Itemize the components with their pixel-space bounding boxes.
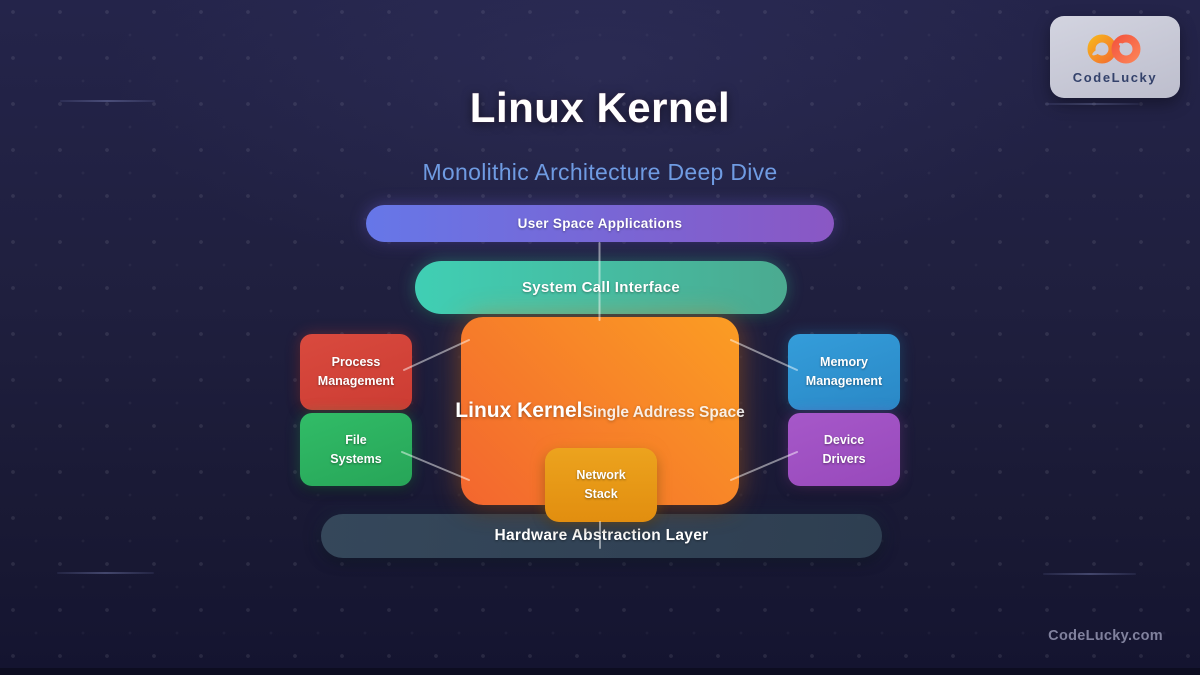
module-process-line2: Management xyxy=(317,374,395,388)
kernel-subtitle: Single Address Space xyxy=(582,404,745,421)
page-subtitle: Monolithic Architecture Deep Dive xyxy=(422,159,778,185)
module-memory-line2: Management xyxy=(805,374,883,388)
layer-system-call-interface: System Call Interface xyxy=(415,261,787,314)
decor-line-bottom-left xyxy=(57,572,154,574)
decor-line-bottom-right xyxy=(1043,573,1136,575)
brand-name: CodeLucky xyxy=(1072,70,1158,85)
module-process-management: Process Management xyxy=(300,334,412,410)
module-memory-management: Memory Management xyxy=(788,334,900,410)
decor-line-top-right xyxy=(1045,103,1139,105)
connector-files-kernel xyxy=(401,451,470,481)
module-devices-line1: Device xyxy=(823,432,865,447)
infinity-icon xyxy=(1087,34,1141,64)
module-network-line2: Stack xyxy=(584,487,618,501)
module-network-stack: Network Stack xyxy=(545,448,657,522)
module-process-line1: Process xyxy=(331,355,381,370)
layer-system-call-label: System Call Interface xyxy=(521,279,681,296)
watermark-url: CodeLucky.com xyxy=(1048,628,1163,644)
brand-logo-card: CodeLucky xyxy=(1050,16,1180,98)
module-file-systems: File Systems xyxy=(300,413,412,486)
module-network-line1: Network xyxy=(576,468,626,483)
layer-hardware-label: Hardware Abstraction Layer xyxy=(494,527,709,544)
module-device-drivers: Device Drivers xyxy=(788,413,900,486)
page-title: Linux Kernel xyxy=(469,84,731,131)
kernel-title: Linux Kernel xyxy=(455,399,583,422)
connector-process-kernel xyxy=(403,339,470,371)
module-memory-line1: Memory xyxy=(820,355,868,370)
layer-user-space-applications: User Space Applications xyxy=(366,205,834,242)
decor-line-top-left xyxy=(60,100,155,102)
kernel-label: Linux Kernel Single Address Space xyxy=(455,399,744,423)
module-devices-line2: Drivers xyxy=(822,451,866,466)
layer-user-space-label: User Space Applications xyxy=(517,216,683,231)
module-files-line2: Systems xyxy=(330,451,382,466)
module-files-line1: File xyxy=(345,432,367,447)
